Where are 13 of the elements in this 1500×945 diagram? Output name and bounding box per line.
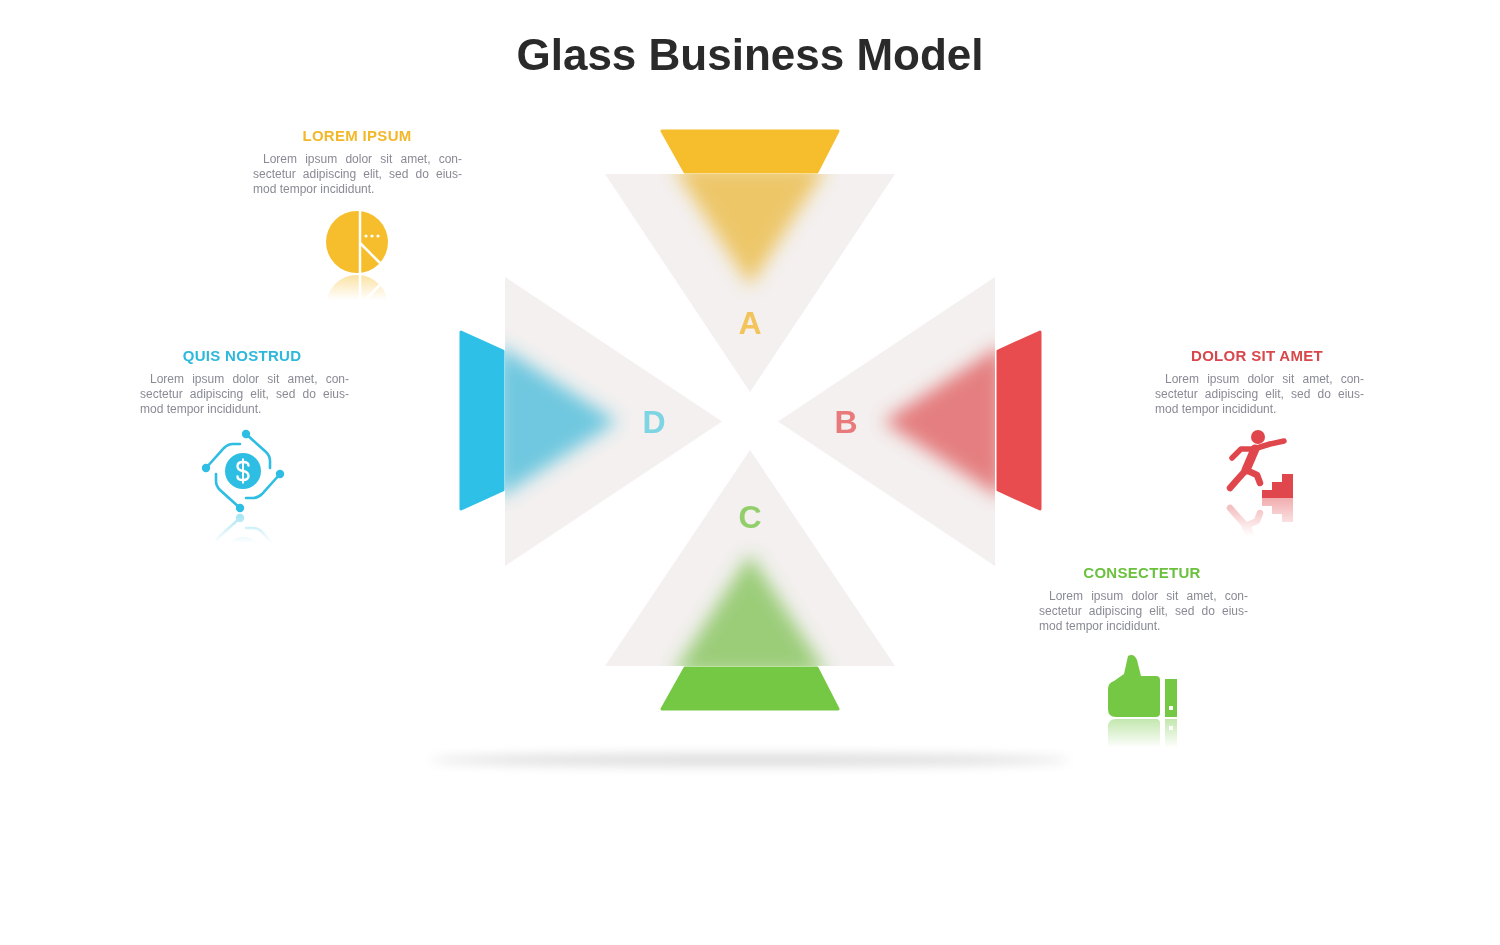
segment-letter: D (642, 405, 666, 438)
description-text: Lorem ipsum dolor sit amet, con- sectetur adipiscing elit, sed do eius- mod tempor incididunt. (1039, 588, 1248, 634)
description-text: Lorem ipsum dolor sit amet, con- sectetur adipiscing elit, sed do eius- mod tempor incididunt. (1155, 371, 1364, 417)
title: Glass Business Model (516, 30, 984, 80)
section-heading: QUIS NOSTRUD (182, 347, 302, 365)
section-heading: DOLOR SIT AMET (1191, 347, 1323, 365)
description-text: Lorem ipsum dolor sit amet, con- sectetur adipiscing elit, sed do eius- mod tempor incididunt. (140, 371, 349, 417)
segment-letter: B (834, 405, 858, 438)
segment-letter: C (738, 501, 762, 533)
section-heading: LOREM IPSUM (302, 127, 412, 145)
section-heading: CONSECTETUR (1083, 564, 1201, 582)
segment-letter: A (738, 307, 762, 339)
description-text: Lorem ipsum dolor sit amet, con- sectetur adipiscing elit, sed do eius- mod tempor incididunt. (253, 151, 462, 197)
